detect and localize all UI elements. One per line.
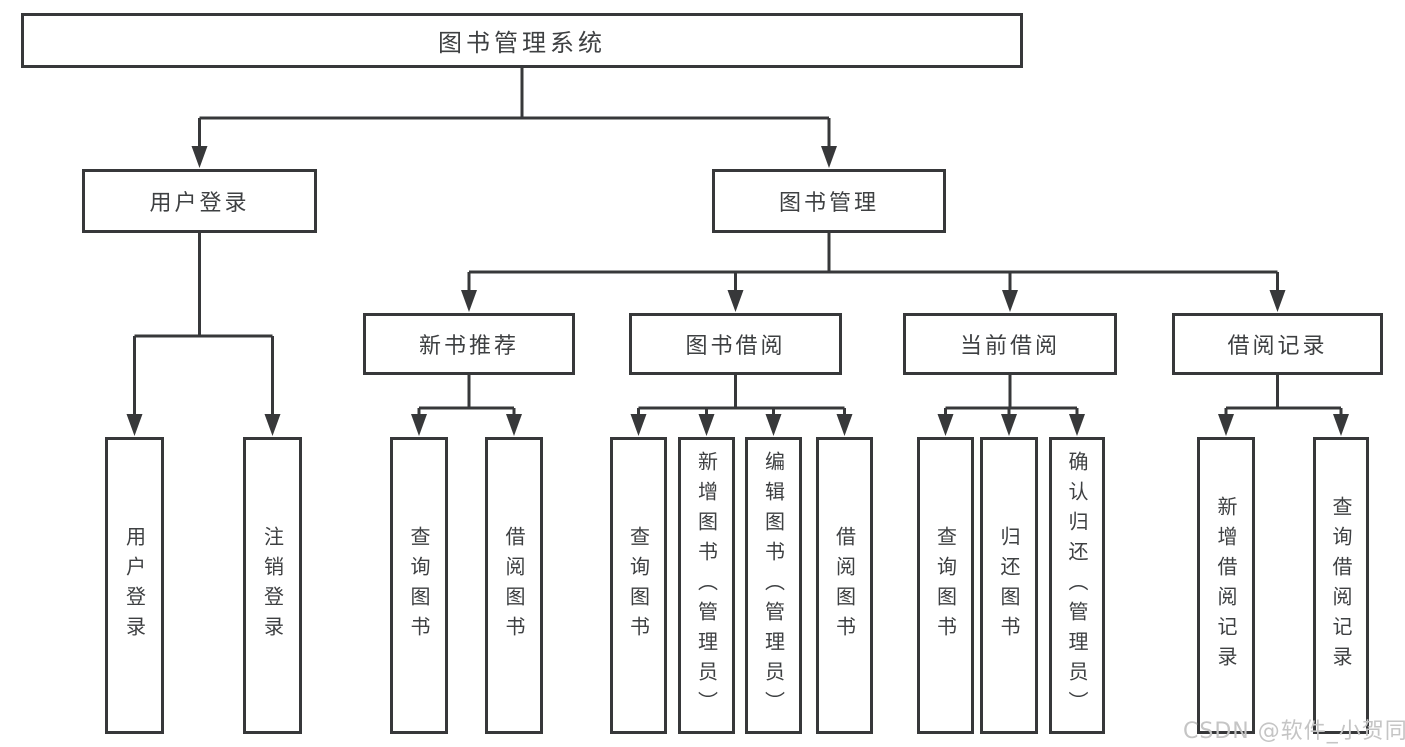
leaf-query-borrow-record-label: 查询借阅记录 xyxy=(1329,495,1353,676)
node-user-login: 用户登录 xyxy=(82,169,317,233)
node-library-management-system: 图书管理系统 xyxy=(21,13,1023,68)
leaf-add-borrow-record-label: 新增借阅记录 xyxy=(1214,495,1238,676)
leaf-query-books-recommend-label: 查询图书 xyxy=(407,525,431,646)
leaf-user-login: 用户登录 xyxy=(105,437,164,734)
leaf-user-login-label: 用户登录 xyxy=(122,525,147,646)
node-book-borrowing-label: 图书借阅 xyxy=(685,334,786,359)
leaf-query-borrow-record: 查询借阅记录 xyxy=(1313,437,1369,734)
leaf-add-books-admin: 新增图书（管理员） xyxy=(678,437,735,734)
watermark: CSDN @软件_小贺同学 xyxy=(1183,719,1405,744)
node-borrowing-records-label: 借阅记录 xyxy=(1227,334,1328,359)
leaf-borrow-books-label: 借阅图书 xyxy=(832,525,857,646)
leaf-logout: 注销登录 xyxy=(243,437,302,734)
leaf-confirm-return-admin: 确认归还（管理员） xyxy=(1049,437,1105,734)
node-book-management: 图书管理 xyxy=(712,169,946,233)
node-book-borrowing: 图书借阅 xyxy=(629,313,842,375)
leaf-query-books-borrowing-label: 查询图书 xyxy=(626,525,651,646)
node-current-borrowing: 当前借阅 xyxy=(903,313,1117,375)
leaf-query-books-recommend: 查询图书 xyxy=(390,437,448,734)
node-new-book-recommendation-label: 新书推荐 xyxy=(418,334,519,359)
leaf-logout-label: 注销登录 xyxy=(260,525,285,646)
leaf-add-books-admin-label: 新增图书（管理员） xyxy=(694,450,719,721)
node-new-book-recommendation: 新书推荐 xyxy=(363,313,575,375)
connector-arrowheads xyxy=(126,146,1349,436)
leaf-edit-books-admin: 编辑图书（管理员） xyxy=(745,437,802,734)
leaf-query-books-borrowing: 查询图书 xyxy=(610,437,667,734)
leaf-borrow-books-recommend-label: 借阅图书 xyxy=(502,525,526,646)
connector-lines xyxy=(133,68,1343,417)
leaf-return-books: 归还图书 xyxy=(980,437,1038,734)
node-current-borrowing-label: 当前借阅 xyxy=(959,334,1060,359)
leaf-query-books-current: 查询图书 xyxy=(917,437,974,734)
leaf-query-books-current-label: 查询图书 xyxy=(933,525,958,646)
leaf-borrow-books-recommend: 借阅图书 xyxy=(485,437,543,734)
node-book-management-label: 图书管理 xyxy=(778,191,879,216)
leaf-return-books-label: 归还图书 xyxy=(997,525,1021,646)
node-user-login-label: 用户登录 xyxy=(149,191,250,216)
leaf-confirm-return-admin-label: 确认归还（管理员） xyxy=(1065,450,1089,721)
leaf-add-borrow-record: 新增借阅记录 xyxy=(1197,437,1255,734)
leaf-edit-books-admin-label: 编辑图书（管理员） xyxy=(761,450,786,721)
node-library-management-system-label: 图书管理系统 xyxy=(438,29,606,57)
node-borrowing-records: 借阅记录 xyxy=(1172,313,1383,375)
leaf-borrow-books: 借阅图书 xyxy=(816,437,873,734)
